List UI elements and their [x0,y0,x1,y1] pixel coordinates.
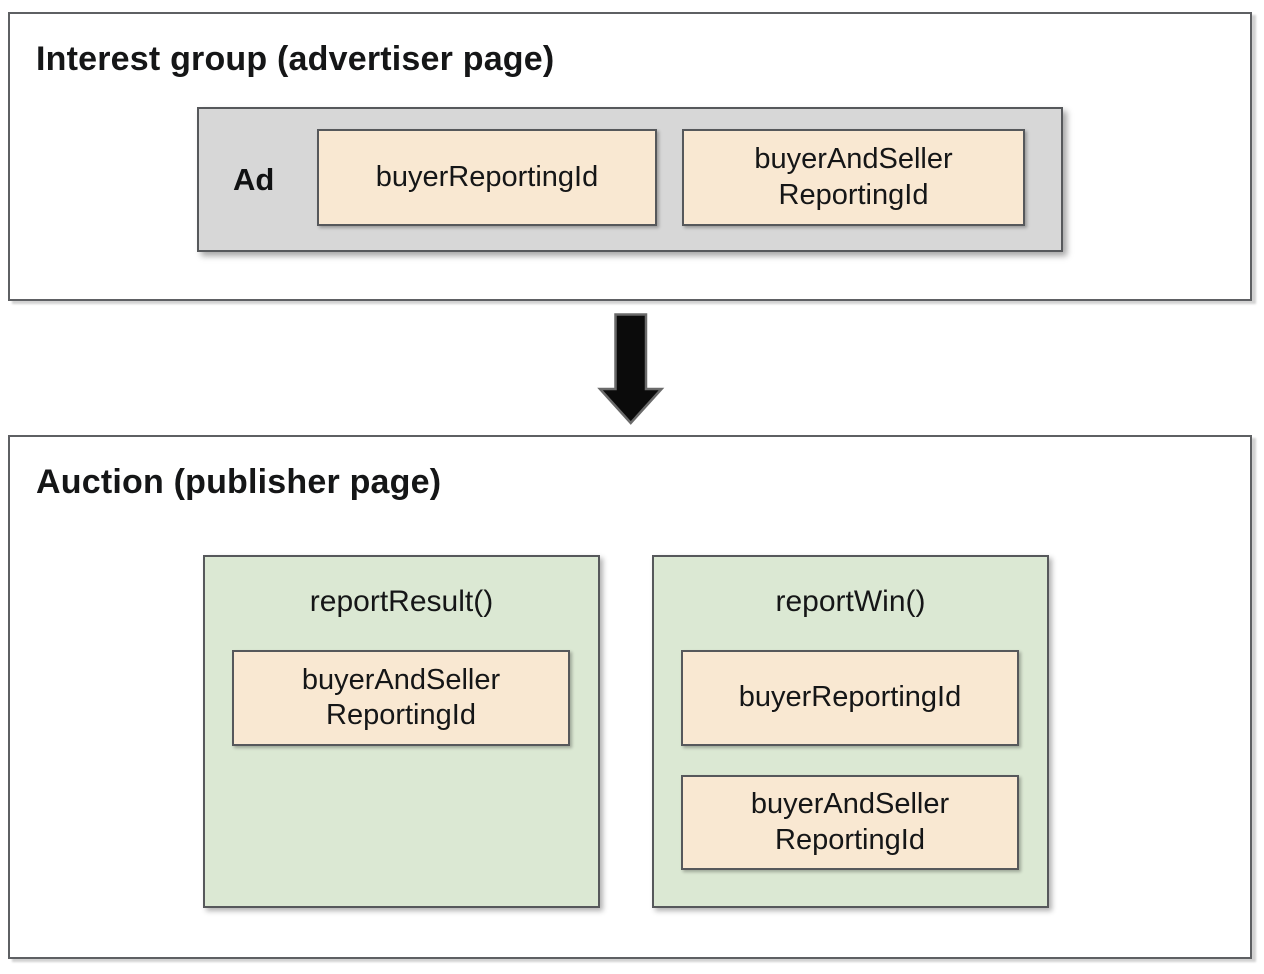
report-result-box: reportResult() buyerAndSeller ReportingI… [203,555,600,908]
buyer-reporting-id-field: buyerReportingId [317,129,657,226]
ad-label: Ad [233,161,275,197]
report-win-title: reportWin() [775,585,926,618]
ad-container: Ad buyerReportingId buyerAndSeller Repor… [197,107,1063,252]
buyer-and-seller-reporting-id-field: buyerAndSeller ReportingId [232,650,570,746]
interest-group-title: Interest group (advertiser page) [36,40,555,78]
auction-title: Auction (publisher page) [36,463,442,501]
report-result-title: reportResult() [309,585,494,618]
buyer-reporting-id-field: buyerReportingId [681,650,1019,746]
buyer-and-seller-reporting-id-field: buyerAndSeller ReportingId [682,129,1025,226]
report-win-box: reportWin() buyerReportingId buyerAndSel… [652,555,1049,908]
buyer-and-seller-reporting-id-field: buyerAndSeller ReportingId [681,775,1019,870]
interest-group-panel: Interest group (advertiser page) Ad buye… [8,12,1252,301]
down-arrow-icon [596,312,666,426]
auction-panel: Auction (publisher page) reportResult() … [8,435,1252,959]
